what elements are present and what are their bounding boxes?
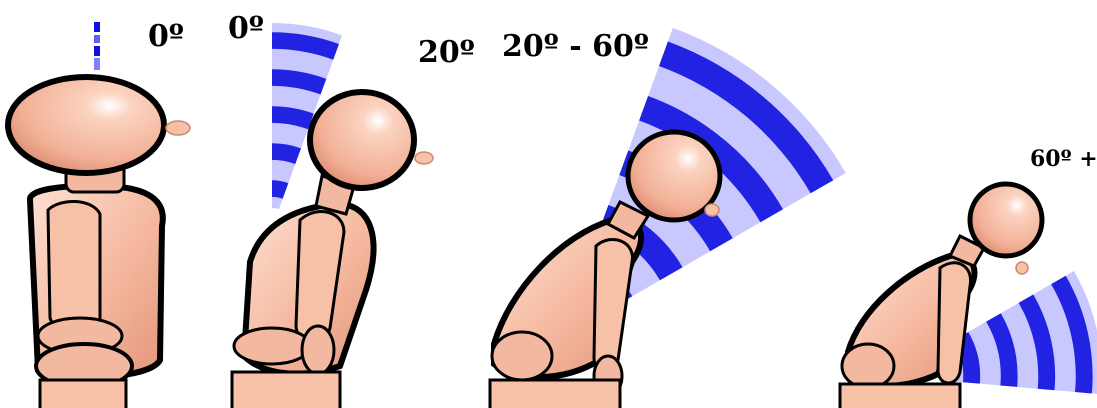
legs bbox=[232, 372, 340, 408]
hip-joint bbox=[492, 332, 552, 380]
label-bend-start: 0º bbox=[228, 11, 264, 46]
figure-moderate-bend: 20º - 60º bbox=[490, 28, 846, 408]
figure-upright: 0º bbox=[8, 19, 190, 408]
nose bbox=[705, 204, 719, 216]
head bbox=[8, 77, 164, 173]
label-bend-end: 20º bbox=[418, 35, 475, 70]
legs bbox=[40, 380, 126, 408]
head bbox=[310, 92, 414, 188]
elbow-joint bbox=[302, 326, 334, 374]
hip-joint bbox=[842, 344, 894, 388]
label-upright-angle: 0º bbox=[148, 19, 184, 54]
fan-band bbox=[272, 180, 288, 199]
nose bbox=[1016, 262, 1028, 274]
figure-deep-bend: 60º + bbox=[840, 146, 1097, 408]
nose bbox=[166, 121, 190, 135]
label-deep-range: 60º + bbox=[1030, 146, 1097, 172]
nose bbox=[415, 152, 433, 164]
figure-slight-bend: 0º 20º bbox=[228, 11, 475, 408]
zero-degree-indicator bbox=[94, 22, 100, 70]
arm bbox=[48, 201, 100, 330]
legs bbox=[490, 380, 620, 408]
label-moderate-range: 20º - 60º bbox=[502, 29, 649, 64]
head bbox=[970, 184, 1042, 256]
hip-joint bbox=[234, 328, 310, 364]
arm bbox=[594, 239, 632, 371]
legs bbox=[840, 384, 960, 408]
